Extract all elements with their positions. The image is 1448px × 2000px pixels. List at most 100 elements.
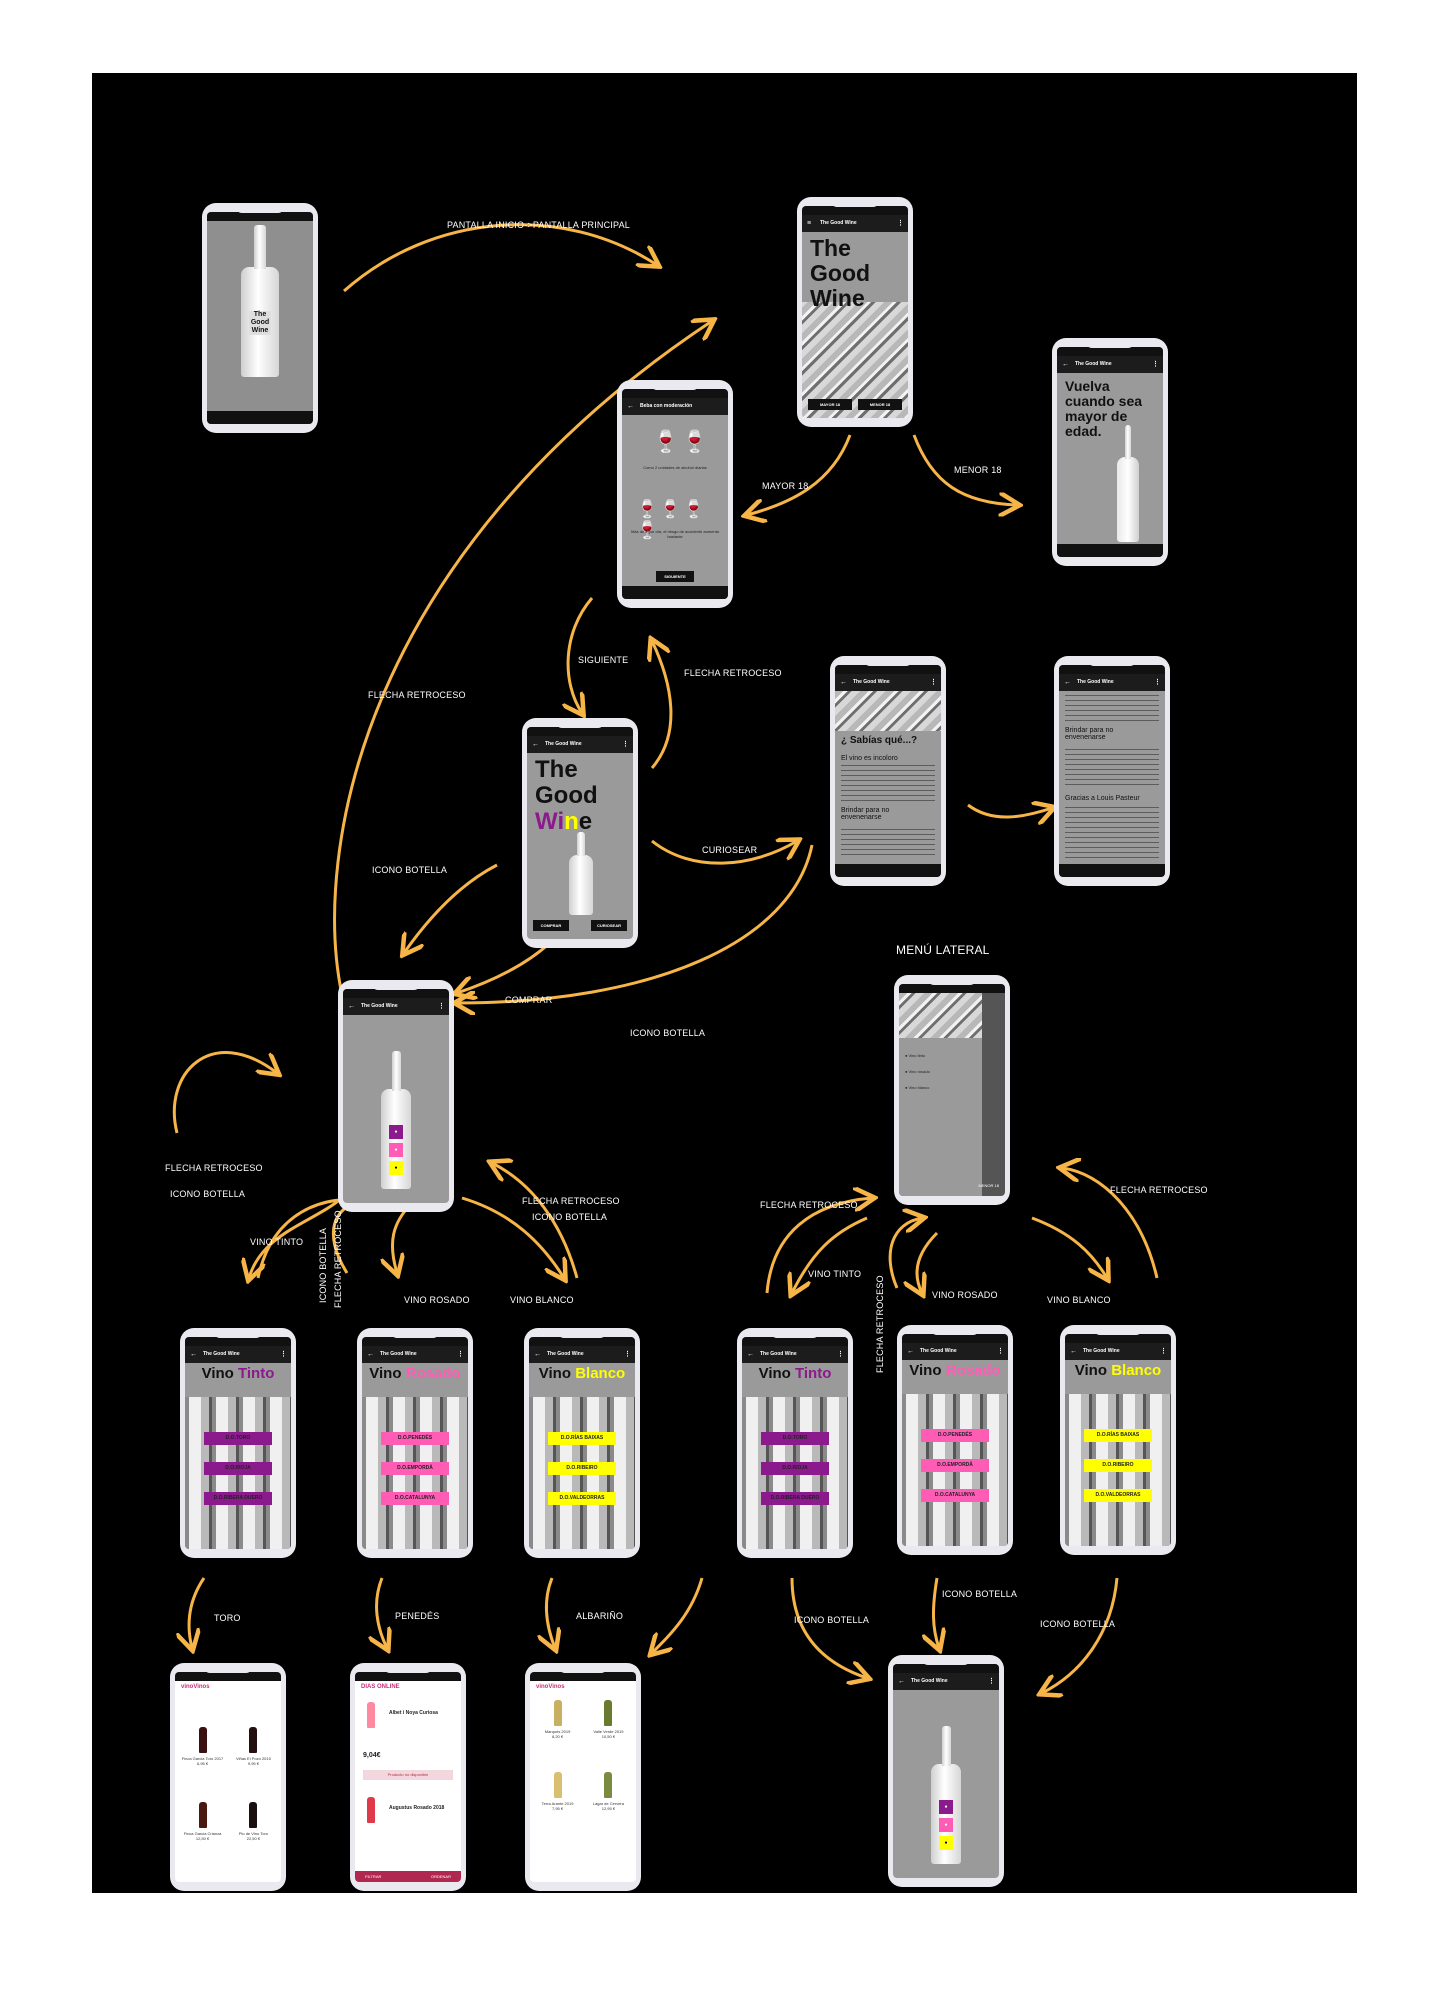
- phone-curiosity-2[interactable]: ←The Good Wine⋮ Brindar para no envenena…: [1054, 656, 1170, 886]
- mayor-18-button[interactable]: MAYOR 18: [808, 399, 852, 410]
- curiosity-heading: ¿ Sabías qué...?: [841, 735, 918, 746]
- do-label[interactable]: D.O.TORO: [761, 1432, 829, 1445]
- edge-label-vtinto-2: VINO TINTO: [808, 1269, 862, 1279]
- do-label[interactable]: D.O.RÍAS BAIXAS: [548, 1432, 616, 1445]
- edge-label-siguiente: SIGUIENTE: [578, 655, 629, 665]
- phone-selector[interactable]: ←The Good Wine⋮ ● ● ●: [338, 980, 454, 1212]
- drawer-item-rosado[interactable]: ● Vino rosado: [905, 1069, 930, 1074]
- blanco-title: Vino Blanco: [1074, 1362, 1162, 1379]
- do-label[interactable]: D.O.PENEDÉS: [381, 1432, 449, 1445]
- blanco-button[interactable]: ●: [939, 1836, 953, 1850]
- blanco-button[interactable]: ●: [389, 1161, 403, 1175]
- comprar-button[interactable]: COMPRAR: [533, 920, 569, 931]
- back-arrow-icon: ←: [532, 741, 539, 748]
- do-label[interactable]: D.O.RIBEIRO: [548, 1462, 616, 1475]
- back-arrow-icon: ←: [1062, 361, 1069, 368]
- do-label[interactable]: D.O.PENEDÉS: [921, 1429, 989, 1442]
- edge-label-icono-3: ICONO BOTELLA: [170, 1189, 246, 1199]
- edge-label-icono-1: ICONO BOTELLA: [372, 865, 448, 875]
- phone-side-menu[interactable]: ● Vino tinto ● Vino rosado ● Vino blanco…: [894, 975, 1010, 1205]
- edge-label-mayor: MAYOR 18: [762, 481, 809, 491]
- do-label[interactable]: D.O.VALDEORRAS: [548, 1492, 616, 1505]
- drawer-item-tinto[interactable]: ● Vino tinto: [905, 1053, 926, 1058]
- appbar-title: The Good Wine: [820, 220, 857, 226]
- phone-curiosity[interactable]: ←The Good Wine⋮ ¿ Sabías qué...? El vino…: [830, 656, 946, 886]
- do-label[interactable]: D.O.VALDEORRAS: [1084, 1489, 1152, 1502]
- phone-vino-tinto-menu[interactable]: ←The Good Wine⋮ Vino Tinto D.O.TORO D.O.…: [737, 1328, 853, 1558]
- more-icon: ⋮: [930, 679, 937, 686]
- more-icon: ⋮: [457, 1351, 464, 1358]
- edge-label-comprar: COMPRAR: [505, 995, 553, 1005]
- back-arrow-icon: ←: [348, 1003, 355, 1010]
- edge-label-vblanco: VINO BLANCO: [510, 1295, 574, 1305]
- tinto-title: Vino Tinto: [201, 1365, 275, 1382]
- shop-logo: vinoVinos: [536, 1684, 565, 1690]
- arrow-curiosity-next: [967, 805, 1052, 817]
- phone-shop-rosado[interactable]: DIAS ONLINE Albet i Noya Curiosa 9,04€ P…: [350, 1663, 466, 1891]
- phone-minor[interactable]: ←The Good Wine⋮ Vuelva cuando sea mayor …: [1052, 338, 1168, 566]
- bottle-image: The Good Wine: [241, 225, 279, 377]
- back-arrow-icon: ←: [907, 1348, 914, 1355]
- arrow-flecha-back-7: [888, 1218, 922, 1289]
- arrow-vrosado-2: [917, 1231, 939, 1293]
- menor-18-button[interactable]: MENOR 18: [858, 399, 902, 410]
- more-icon: ⋮: [624, 1351, 631, 1358]
- do-label[interactable]: D.O.RIBERA DUERO: [204, 1492, 272, 1505]
- glasses-icon: 🍷🍷: [652, 429, 711, 454]
- edge-label-flecha-6: FLECHA RETROCESO: [760, 1200, 858, 1210]
- phone-vino-rosado[interactable]: ←The Good Wine⋮ Vino Rosado D.O.PENEDÉS …: [357, 1328, 473, 1558]
- more-icon: ⋮: [1152, 361, 1159, 368]
- curiosear-button[interactable]: CURIOSEAR: [591, 920, 627, 931]
- do-label[interactable]: D.O.EMPORDÀ: [381, 1462, 449, 1475]
- bottle-image: ● ● ●: [931, 1726, 961, 1864]
- bottle-image: ● ● ●: [381, 1051, 411, 1189]
- glasses-icon: 🍷🍷🍷🍷: [636, 499, 707, 540]
- arrow-albarino: [546, 1577, 555, 1648]
- edge-label-flecha-7: FLECHA RETROCESO: [875, 1275, 885, 1373]
- tinto-button[interactable]: ●: [939, 1800, 953, 1814]
- back-arrow-icon: ←: [747, 1351, 754, 1358]
- edge-label-curiosear: CURIOSEAR: [702, 845, 758, 855]
- blanco-title: Vino Blanco: [538, 1365, 626, 1382]
- drawer-item-blanco[interactable]: ● Vino blanco: [905, 1085, 930, 1090]
- do-label[interactable]: D.O.EMPORDÀ: [921, 1459, 989, 1472]
- phone-selector-final[interactable]: ←The Good Wine⋮ ● ● ●: [888, 1655, 1004, 1887]
- phone-vino-blanco-menu[interactable]: ←The Good Wine⋮ Vino Blanco D.O.RÍAS BAI…: [1060, 1325, 1176, 1555]
- rosado-button[interactable]: ●: [389, 1143, 403, 1157]
- do-label[interactable]: D.O.CATALUNYA: [921, 1489, 989, 1502]
- do-label[interactable]: D.O.TORO: [204, 1432, 272, 1445]
- do-label[interactable]: D.O.RIBEIRO: [1084, 1459, 1152, 1472]
- arrow-flecha-back-1: [652, 641, 673, 769]
- curiosity-subheading-1: El vino es incoloro: [841, 755, 898, 762]
- tinto-button[interactable]: ●: [389, 1125, 403, 1139]
- arrow-toro: [189, 1577, 206, 1648]
- do-label[interactable]: D.O.RÍAS BAIXAS: [1084, 1429, 1152, 1442]
- drawer-items: ● Vino tinto ● Vino rosado ● Vino blanco: [905, 1048, 930, 1096]
- arrow-icono-7: [933, 1577, 939, 1648]
- phone-vino-rosado-menu[interactable]: ←The Good Wine⋮ Vino Rosado D.O.PENEDÉS …: [897, 1325, 1013, 1555]
- do-label[interactable]: D.O.RIOJA: [761, 1462, 829, 1475]
- tinto-title: Vino Tinto: [758, 1365, 832, 1382]
- phone-main[interactable]: ≡The Good Wine⋮ The Good Wine MAYOR 18 M…: [797, 197, 913, 427]
- do-label[interactable]: D.O.CATALUNYA: [381, 1492, 449, 1505]
- bottle-image[interactable]: [569, 832, 593, 915]
- order-button[interactable]: ORDENAR: [430, 1874, 451, 1879]
- do-label[interactable]: D.O.RIBERA DUERO: [761, 1492, 829, 1505]
- phone-vino-blanco[interactable]: ←The Good Wine⋮ Vino Blanco D.O.RÍAS BAI…: [524, 1328, 640, 1558]
- more-icon: ⋮: [1154, 679, 1161, 686]
- siguiente-button[interactable]: SIGUIENTE: [656, 571, 694, 582]
- arrow-vblanco: [461, 1196, 564, 1278]
- phone-moderation[interactable]: ←Beba con moderación 🍷🍷 Como 2 unidades …: [617, 380, 733, 608]
- rosado-button[interactable]: ●: [939, 1818, 953, 1832]
- filter-button[interactable]: FILTRAR: [365, 1874, 382, 1879]
- edge-label-splash-main: PANTALLA INICIO->PANTALLA PRINCIPAL: [447, 220, 630, 230]
- side-drawer: ● Vino tinto ● Vino rosado ● Vino blanco: [899, 993, 982, 1196]
- moderation-text-2: Más de 4 por día, el riesgo de accidente…: [631, 529, 719, 539]
- phone-vino-tinto[interactable]: ←The Good Wine⋮ Vino Tinto D.O.TORO D.O.…: [180, 1328, 296, 1558]
- phone-splash[interactable]: The Good Wine: [202, 203, 318, 433]
- do-label[interactable]: D.O.RIOJA: [204, 1462, 272, 1475]
